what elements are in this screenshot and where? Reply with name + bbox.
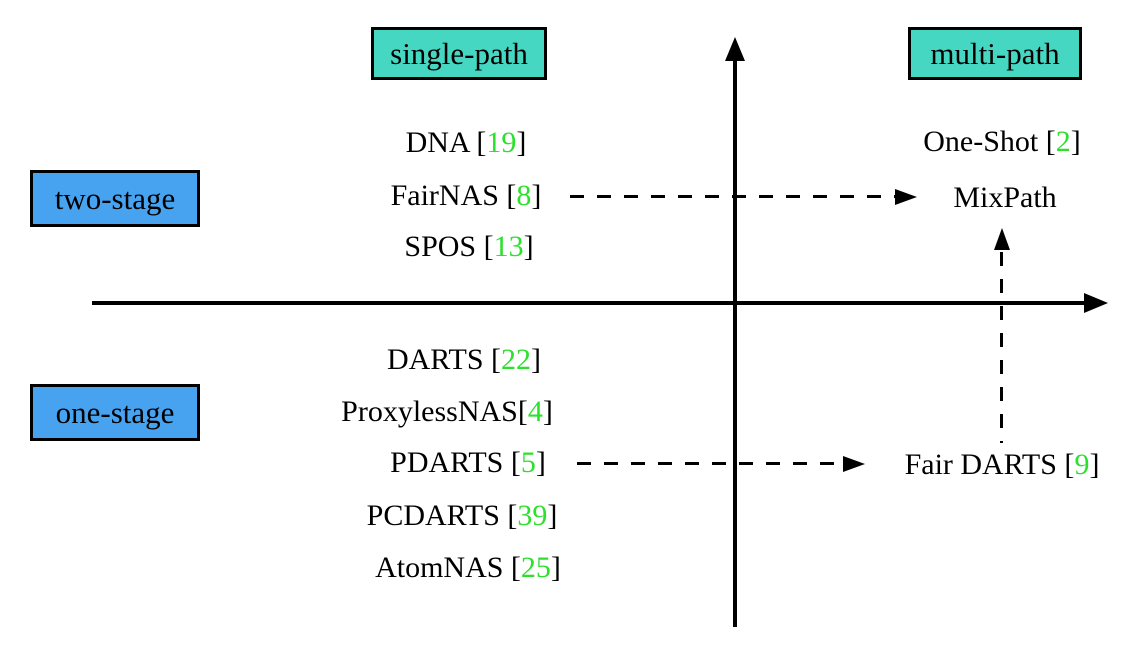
x-axis-arrowhead-icon (1084, 293, 1108, 313)
citation-number: 4 (527, 395, 543, 428)
y-axis-line (733, 58, 737, 627)
x-axis-line (92, 301, 1086, 305)
method-label-atomnas: AtomNAS [25] (375, 553, 561, 583)
pdarts-to-fairdarts-dashed-line (577, 462, 843, 465)
citation-number: 5 (520, 446, 536, 479)
method-label-fairdarts: Fair DARTS [9] (905, 450, 1100, 480)
one-stage-box: one-stage (30, 384, 200, 441)
method-label-proxylessnas: ProxylessNAS[4] (341, 397, 553, 427)
pdarts-to-fairdarts-arrowhead-icon (843, 456, 865, 472)
method-label-fairnas: FairNAS [8] (391, 181, 542, 211)
citation-number: 25 (520, 551, 551, 584)
method-label-spos: SPOS [13] (404, 232, 533, 262)
method-text: Fair DARTS [ (904, 448, 1075, 481)
method-label-pdarts: PDARTS [5] (390, 448, 546, 478)
citation-number: 19 (486, 126, 517, 159)
method-text: FairNAS [ (390, 179, 517, 212)
citation-number: 13 (493, 230, 524, 263)
two-stage-label: two-stage (54, 181, 176, 216)
method-text: One-Shot [ (923, 125, 1056, 158)
two-stage-box: two-stage (30, 170, 200, 227)
bracket-close: ] (547, 499, 558, 532)
bracket-close: ] (531, 343, 542, 376)
fairnas-to-mixpath-arrowhead-icon (895, 189, 917, 205)
method-text: DNA [ (405, 126, 487, 159)
bracket-close: ] (523, 230, 534, 263)
fairnas-to-mixpath-dashed-line (570, 195, 895, 198)
bracket-close: ] (1089, 448, 1100, 481)
citation-number: 2 (1055, 125, 1071, 158)
one-stage-label: one-stage (55, 395, 175, 430)
multi-path-label: multi-path (930, 36, 1060, 71)
fairdarts-to-mixpath-dashed-line (1000, 252, 1003, 443)
method-text: PDARTS [ (390, 446, 521, 479)
method-label-darts: DARTS [22] (387, 345, 541, 375)
bracket-close: ] (542, 395, 553, 428)
bracket-close: ] (1070, 125, 1081, 158)
method-label-mixpath: MixPath (953, 183, 1056, 213)
citation-number: 22 (501, 343, 532, 376)
bracket-close: ] (535, 446, 546, 479)
citation-number: 39 (517, 499, 548, 532)
single-path-label: single-path (390, 36, 528, 71)
bracket-close: ] (516, 126, 527, 159)
bracket-close: ] (550, 551, 561, 584)
method-text: ProxylessNAS[ (341, 395, 528, 428)
method-label-dna: DNA [19] (406, 128, 527, 158)
bracket-close: ] (531, 179, 542, 212)
single-path-box: single-path (371, 27, 547, 80)
fairdarts-to-mixpath-arrowhead-icon (994, 228, 1010, 250)
method-text: MixPath (953, 181, 1057, 214)
method-label-pcdarts: PCDARTS [39] (367, 501, 558, 531)
method-text: PCDARTS [ (366, 499, 518, 532)
method-text: AtomNAS [ (375, 551, 521, 584)
multi-path-box: multi-path (908, 27, 1082, 80)
citation-number: 9 (1074, 448, 1090, 481)
method-label-oneshot: One-Shot [2] (923, 127, 1080, 157)
method-text: DARTS [ (386, 343, 502, 376)
y-axis-arrowhead-icon (725, 37, 745, 61)
method-text: SPOS [ (404, 230, 494, 263)
citation-number: 8 (516, 179, 532, 212)
